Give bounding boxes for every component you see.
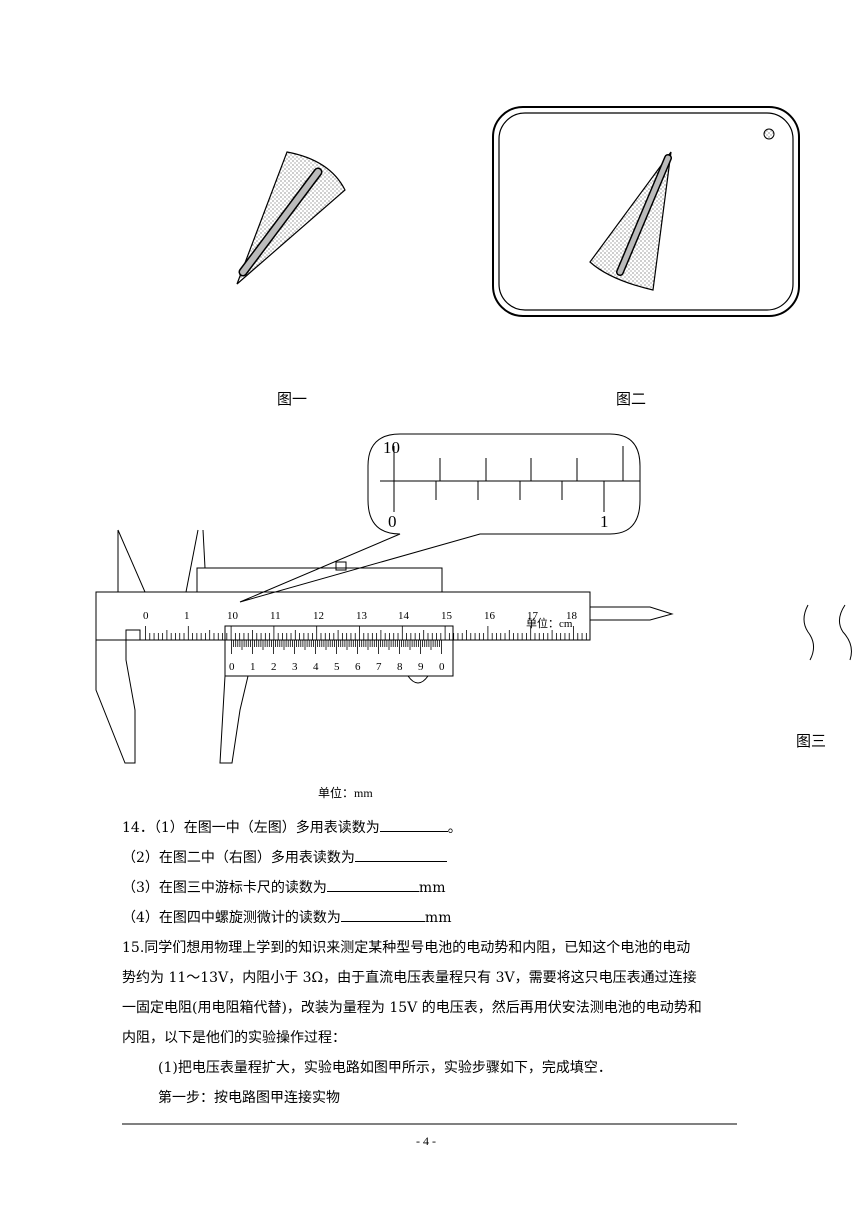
break-marks [803,604,852,661]
figure-1-fan [236,151,346,285]
vernier-number: 8 [397,661,403,673]
vernier-number: 1 [250,661,256,673]
vernier-number: 3 [292,661,298,673]
vernier-caliper [95,433,674,764]
q15-line3: 一固定电阻(用电阻箱代替)，改装为量程为 15V 的电压表，然后再用伏安法测电池… [122,1000,702,1016]
main-scale-number: 11 [270,610,281,622]
main-scale-number: 18 [566,610,577,622]
main-scale-number: 12 [313,610,324,622]
q14-line3-unit: mm [418,880,446,896]
page-number: - 4 - [416,1134,436,1148]
q14-line2-text: （2）在图二中（右图）多用表读数为 [122,850,355,866]
main-scale-number: 15 [441,610,452,622]
q14-line4: （4）在图四中螺旋测微计的读数为 mm [122,903,451,933]
q15-line4: 内阻，以下是他们的实验操作过程： [122,1030,346,1046]
main-scale-number: 14 [398,610,409,622]
q14-line1: 14．（1）在图一中（左图）多用表读数为 。 [122,813,462,843]
q14-blank-2[interactable] [354,845,447,862]
q14-line2: （2）在图二中（右图）多用表读数为 [122,843,447,873]
vernier-scale-ticks [231,640,442,654]
figure-1-caption: 图一 [277,390,308,408]
q14-line4-text: （4）在图四中螺旋测微计的读数为 [122,910,341,926]
main-scale-number: 1 [184,610,190,622]
vernier-number: 4 [313,661,319,673]
zoom-label-top: 10 [383,438,400,457]
q14-line4-unit: mm [424,910,452,926]
zoom-label-bottom-right: 1 [600,512,609,531]
q15-line5: (1)把电压表量程扩大，实验电路如图甲所示，实验步骤如下，完成填空． [158,1060,612,1076]
main-scale-number: 17 [527,610,538,622]
vernier-number: 2 [271,661,277,673]
vernier-number: 0 [229,661,235,673]
q14-blank-3[interactable] [326,875,419,892]
vernier-number: 6 [355,661,361,673]
figure-2-meter [492,106,800,317]
vernier-number: 0 [439,661,445,673]
q15-line6: 第一步：按电路图甲连接实物 [158,1090,340,1106]
figure-2-caption: 图二 [616,390,647,408]
zoom-label-bottom-left: 0 [388,512,397,531]
main-scale-number: 16 [484,610,495,622]
main-scale-ticks [145,626,587,640]
main-scale-number: 13 [356,610,367,622]
caliper-unit-label: 单位：mm [318,786,373,800]
figure-3-caption: 图三 [796,732,827,750]
vernier-number: 9 [418,661,424,673]
vernier-number: 7 [376,661,382,673]
q14-line1-text: 14．（1）在图一中（左图）多用表读数为 [122,820,380,836]
q14-blank-4[interactable] [340,905,425,922]
vernier-number: 5 [334,661,340,673]
q15-line2: 势约为 11～13V，内阻小于 3Ω，由于直流电压表量程只有 3V，需要将这只电… [122,970,697,986]
main-scale-number: 0 [143,610,149,622]
q14-blank-1[interactable] [379,815,448,832]
main-scale-number: 10 [227,610,238,622]
q15-line1: 15.同学们想用物理上学到的知识来测定某种型号电池的电动势和内阻，已知这个电池的… [122,940,691,956]
q14-line1-suffix: 。 [447,820,462,836]
q14-line3: （3）在图三中游标卡尺的读数为 mm [122,873,445,903]
q14-line3-text: （3）在图三中游标卡尺的读数为 [122,880,327,896]
main-scale-unit: 单位：cm [526,618,573,630]
